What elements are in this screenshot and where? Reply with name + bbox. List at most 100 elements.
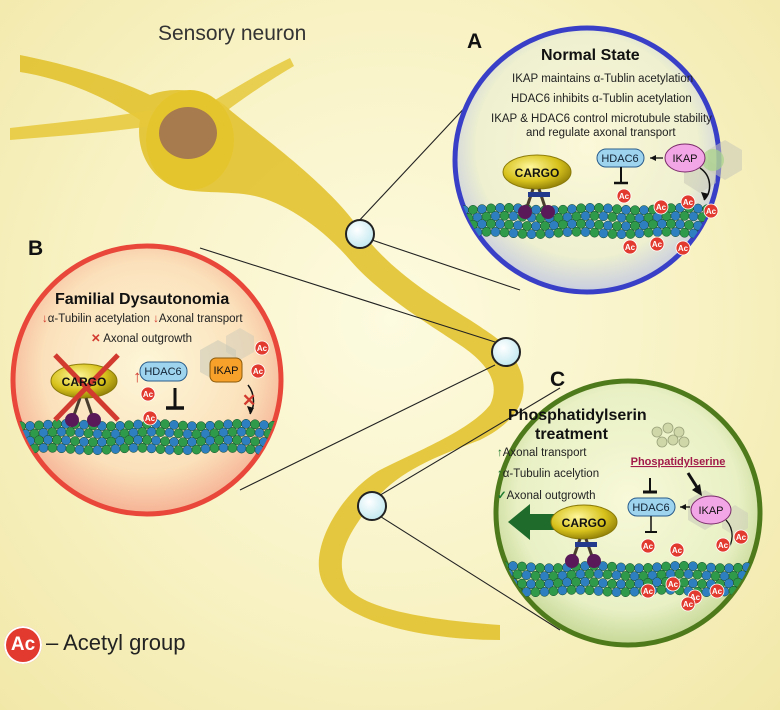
acetyl-marker-label: Ac: [690, 593, 701, 602]
tubulin-subunit: [611, 570, 622, 581]
tubulin-subunit: [486, 218, 496, 229]
panel-a-line-3: IKAP & HDAC6 control microtubule stabili…: [491, 113, 712, 125]
tubulin-subunit: [232, 435, 242, 445]
tubulin-subunit: [142, 435, 152, 445]
tubulin-subunit: [629, 586, 640, 597]
tubulin-subunit: [711, 221, 719, 231]
tubulin-subunit: [245, 444, 256, 455]
tubulin-subunit: [92, 429, 103, 439]
acetyl-marker: Ac: [616, 188, 632, 204]
tubulin-subunit: [607, 229, 618, 239]
magnifier-marker-b: [491, 337, 521, 367]
acetyl-marker: Ac: [254, 340, 270, 356]
tubulin-subunit: [580, 227, 591, 237]
tubulin-subunit: [688, 211, 699, 222]
tubulin-subunit: [490, 227, 501, 237]
tubulin-subunit: [553, 227, 564, 238]
ikap-box-b: [209, 357, 243, 383]
acetyl-marker-label: Ac: [672, 546, 683, 555]
tubulin-subunit: [137, 443, 148, 453]
tubulin-subunit: [128, 442, 139, 453]
neuron-axon-upper: [20, 55, 524, 640]
tubulin-subunit: [455, 213, 465, 224]
acetyl-marker: Ac: [680, 194, 696, 210]
tubulin-subunit: [616, 579, 626, 590]
tubulin-subunit: [616, 212, 627, 223]
acetyl-marker: Ac: [680, 596, 696, 612]
tubulin-subunit: [282, 430, 291, 439]
panel-c-shapes: [508, 422, 748, 568]
tubulin-subunit: [557, 585, 568, 596]
acetyl-marker-label: Ac: [625, 243, 636, 252]
tubulin-subunit: [499, 577, 509, 588]
tubulin-subunit: [521, 570, 532, 580]
tubulin-subunit: [232, 419, 242, 429]
tubulin-subunit: [692, 569, 703, 580]
ikap-oval: [664, 143, 706, 173]
tubulin-subunit: [580, 577, 590, 587]
acetyl-marker-label: Ac: [656, 203, 667, 212]
panel-b-cargo-label: CARGO: [62, 375, 107, 389]
tubulin-subunit: [670, 227, 681, 237]
tubulin-subunit: [661, 226, 672, 237]
tubulin-subunit: [710, 571, 721, 581]
panel-c-title-1: Phosphatidylserin: [508, 407, 647, 424]
acetyl-marker-label: Ac: [619, 192, 630, 201]
tubulin-subunit: [155, 427, 166, 437]
acetyl-marker-label: Ac: [643, 587, 654, 596]
tubulin-subunit: [496, 576, 500, 587]
tubulin-subunit: [746, 584, 757, 595]
neuron-illustration: [10, 55, 524, 640]
tubulin-subunit: [499, 227, 510, 238]
tubulin-subunit: [455, 228, 465, 239]
panel-b-line-2: ✕ Axonal outgrowth: [91, 331, 192, 345]
acetyl-marker: Ac: [715, 537, 731, 553]
tubulin-subunit: [679, 227, 690, 238]
tubulin-subunit: [110, 444, 121, 454]
panel-b: ↑ ✕: [10, 243, 291, 517]
tubulin-subunit: [241, 419, 251, 429]
panel-a-line-4: and regulate axonal transport: [526, 127, 676, 139]
tubulin-subunit: [146, 426, 157, 437]
acetyl-marker-label: Ac: [143, 390, 154, 399]
tubulin-subunit: [119, 443, 130, 454]
acetyl-marker: Ac: [640, 583, 656, 599]
tubulin-subunit: [607, 212, 618, 222]
panel-b-hdac6-label: HDAC6: [144, 366, 181, 378]
panel-a-hdac6-label: HDAC6: [601, 153, 638, 165]
tubulin-subunit: [706, 229, 717, 240]
acetyl-marker: Ac: [669, 542, 685, 558]
tubulin-subunit: [43, 434, 53, 445]
acetyl-marker-label: Ac: [257, 344, 268, 353]
acetyl-marker: Ac: [653, 199, 669, 215]
magnifier-marker-c: [357, 491, 387, 521]
tubulin-subunit: [508, 211, 519, 221]
acetyl-marker-label: Ac: [718, 541, 729, 550]
panel-b-line-1b: Axonal transport: [158, 313, 243, 325]
tubulin-subunit: [83, 428, 94, 439]
down-arrow-icon: ↓: [42, 313, 48, 325]
acetyl-marker: Ac: [649, 236, 665, 252]
acetyl-marker: Ac: [622, 239, 638, 255]
tubulin-subunit: [499, 210, 510, 221]
acetyl-marker: Ac: [709, 583, 725, 599]
tubulin-subunit: [666, 218, 676, 229]
tubulin-subunit: [13, 437, 17, 448]
tubulin-subunit: [517, 229, 528, 239]
acetyl-legend-text: – Acetyl group: [46, 630, 186, 655]
tubulin-subunit: [56, 426, 67, 437]
tubulin-subunit: [643, 227, 654, 238]
tubulin-subunit: [182, 445, 193, 455]
tubulin-subunit: [455, 221, 460, 231]
acetyl-marker: Ac: [142, 410, 158, 426]
tubulin-subunit: [539, 586, 550, 597]
tubulin-subunit: [584, 585, 595, 596]
diagram-title: Sensory neuron: [158, 22, 307, 45]
acetyl-marker-label: Ac: [643, 542, 654, 551]
tubulin-subunit: [164, 444, 175, 455]
acetyl-marker: Ac: [250, 363, 266, 379]
tubulin-subunit: [481, 226, 492, 237]
x-mark-icon: ✕: [91, 333, 101, 345]
